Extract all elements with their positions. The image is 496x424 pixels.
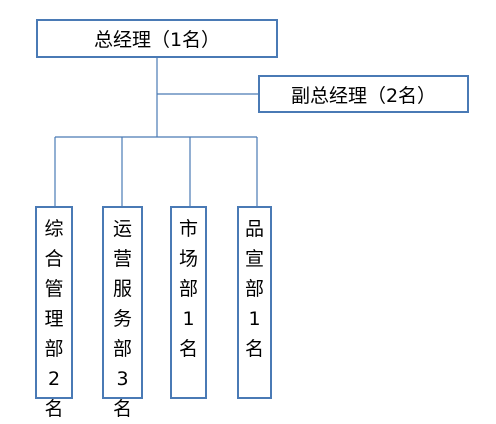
department-box-brand-promotion: 品宣部1名 [237,206,272,399]
department-label-operations-service: 运营服务部3名 [112,218,132,420]
department-label-marketing: 市场部1名 [178,218,198,360]
deputy-general-manager-box: 副总经理（2名） [258,75,469,113]
department-box-marketing: 市场部1名 [170,206,207,399]
deputy-general-manager-label: 副总经理（2名） [290,84,437,107]
general-manager-label: 总经理（1名） [93,29,221,51]
general-manager-box: 总经理（1名） [36,19,278,58]
department-box-operations-service: 运营服务部3名 [102,206,143,420]
department-box-general-management: 综合管理部2名 [35,206,73,420]
department-label-general-management: 综合管理部2名 [44,218,64,420]
department-label-brand-promotion: 品宣部1名 [244,218,264,360]
